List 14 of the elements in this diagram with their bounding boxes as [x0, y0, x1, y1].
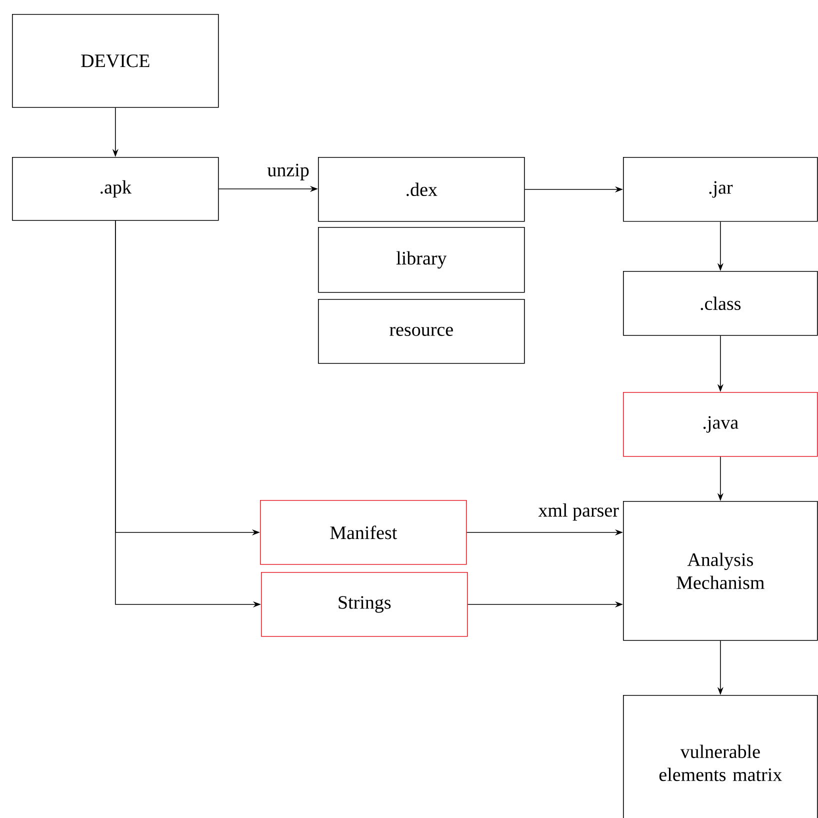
- edge-label: unzip: [266, 162, 310, 182]
- process-box: .jar: [623, 157, 818, 222]
- process-box: .class: [623, 271, 818, 336]
- process-box: Manifest: [260, 500, 467, 565]
- process-box: Strings: [261, 572, 468, 637]
- process-box: .apk: [12, 157, 219, 221]
- process-box: .dex: [318, 157, 525, 222]
- process-box: Analysis Mechanism: [623, 501, 818, 641]
- edge-label: xml parser: [537, 502, 620, 522]
- process-box: DEVICE: [12, 14, 219, 108]
- process-box: resource: [318, 299, 525, 364]
- process-box: library: [318, 227, 525, 293]
- process-box: vulnerable elements matrix: [623, 695, 818, 818]
- process-box: .java: [623, 392, 818, 457]
